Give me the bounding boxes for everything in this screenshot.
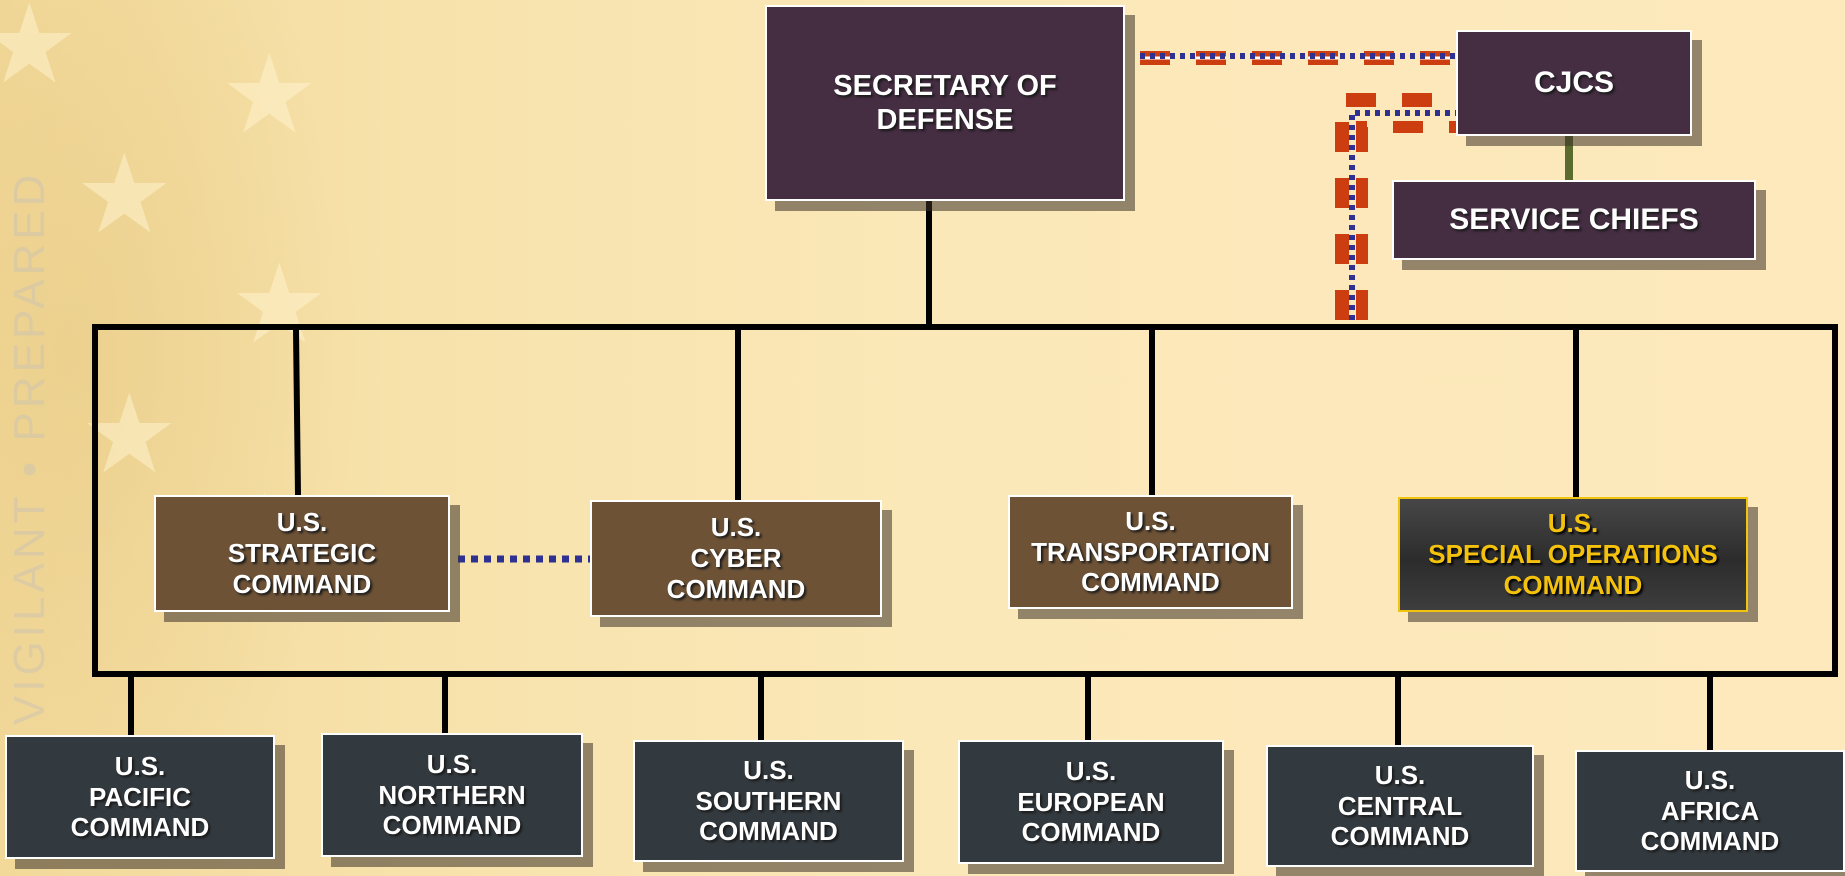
strategic-command-box: U.S. STRATEGIC COMMAND [154,495,450,612]
star-icon: ★ [0,0,79,106]
special-operations-command-box: U.S. SPECIAL OPERATIONS COMMAND [1398,497,1748,612]
service-chiefs-label: SERVICE CHIEFS [1449,203,1699,237]
command-label: U.S. TRANSPORTATION COMMAND [1031,505,1270,598]
command-label: U.S. CENTRAL COMMAND [1330,759,1470,852]
command-label: U.S. CYBER COMMAND [666,512,806,604]
star-icon: ★ [75,133,174,256]
command-label: U.S. SOUTHERN COMMAND [695,754,842,847]
european-command-box: U.S. EUROPEAN COMMAND [958,740,1224,864]
command-label: U.S. NORTHERN COMMAND [378,748,526,841]
star-icon: ★ [220,33,319,156]
command-label: U.S. EUROPEAN COMMAND [1017,755,1165,848]
cjcs-box: CJCS [1456,30,1692,136]
central-command-box: U.S. CENTRAL COMMAND [1266,745,1534,867]
service-chiefs-box: SERVICE CHIEFS [1392,180,1756,260]
northern-command-box: U.S. NORTHERN COMMAND [321,733,583,857]
southern-command-box: U.S. SOUTHERN COMMAND [633,740,904,862]
star-icon: ★ [230,243,329,366]
africa-command-box: U.S. AFRICA COMMAND [1575,750,1845,872]
secretary-of-defense-box: SECRETARY OF DEFENSE [765,5,1125,201]
command-label: U.S. SPECIAL OPERATIONS COMMAND [1428,508,1718,600]
secretary-of-defense-label: SECRETARY OF DEFENSE [833,69,1057,136]
transportation-command-box: U.S. TRANSPORTATION COMMAND [1008,495,1293,609]
command-label: U.S. AFRICA COMMAND [1640,764,1780,857]
command-label: U.S. PACIFIC COMMAND [70,750,210,843]
pacific-command-box: U.S. PACIFIC COMMAND [5,735,275,859]
command-label: U.S. STRATEGIC COMMAND [227,507,377,599]
cyber-command-box: U.S. CYBER COMMAND [590,500,882,617]
cjcs-label: CJCS [1533,66,1615,100]
